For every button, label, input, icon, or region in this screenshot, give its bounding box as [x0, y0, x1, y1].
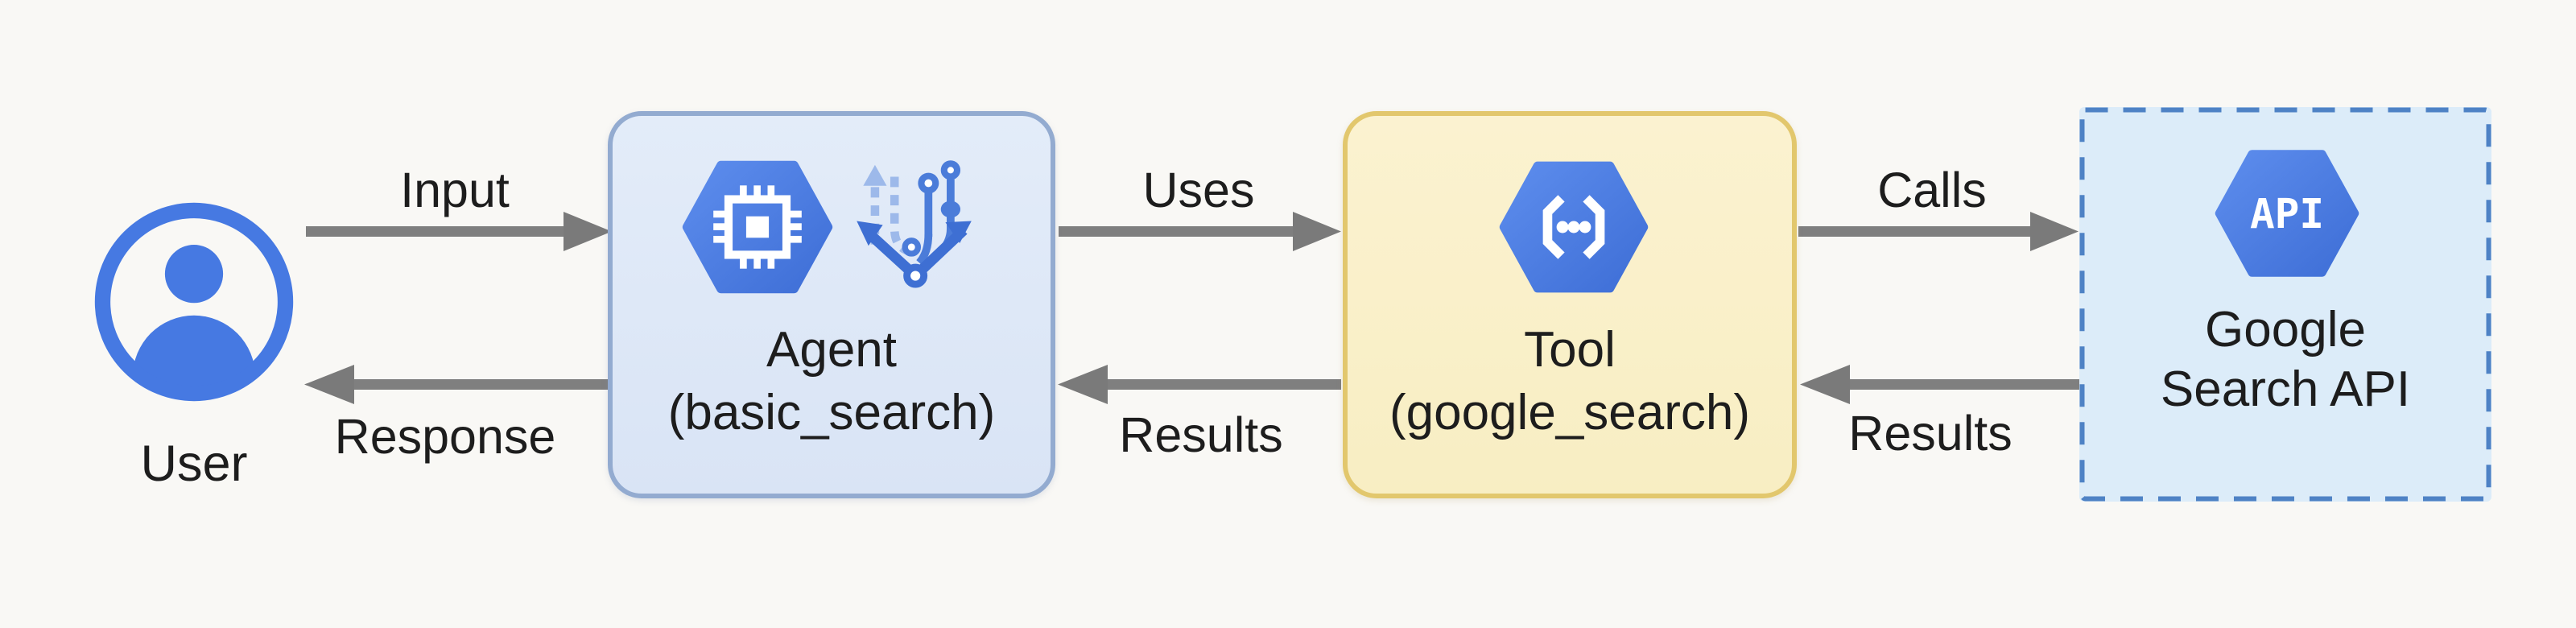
- results-from-api-label: Results: [1848, 406, 2013, 461]
- agent-subtitle: (basic_search): [667, 385, 996, 440]
- agent-node: Agent (basic_search): [608, 111, 1055, 498]
- results-from-api-arrow: [1800, 365, 2081, 404]
- input-arrow: [306, 212, 612, 251]
- response-label: Response: [334, 409, 556, 464]
- api-dashed-border: [2079, 107, 2491, 502]
- api-node: API Google Search API: [2079, 107, 2491, 502]
- response-arrow: [304, 365, 608, 404]
- calls-arrow: [1798, 212, 2079, 251]
- user-label: User: [140, 436, 248, 492]
- user-icon: [94, 202, 294, 402]
- tool-node: Tool (google_search): [1343, 111, 1797, 498]
- code-hexagon-icon: [1499, 161, 1649, 293]
- chip-hexagon-icon: [682, 160, 833, 294]
- tool-title: Tool: [1524, 322, 1616, 378]
- api-title-line2: Search API: [2160, 362, 2411, 417]
- api-hexagon-icon: API: [2215, 150, 2359, 277]
- results-from-tool-label: Results: [1119, 407, 1283, 462]
- input-label: Input: [400, 163, 510, 217]
- api-title-line1: Google: [2205, 302, 2366, 357]
- agent-title: Agent: [766, 322, 898, 378]
- api-hex-label: API: [2250, 191, 2324, 238]
- calls-label: Calls: [1877, 163, 1987, 217]
- tool-subtitle: (google_search): [1389, 385, 1751, 440]
- results-from-tool-arrow: [1058, 365, 1341, 404]
- ml-branch-icon: [857, 160, 972, 288]
- uses-arrow: [1059, 212, 1341, 251]
- uses-label: Uses: [1142, 163, 1255, 217]
